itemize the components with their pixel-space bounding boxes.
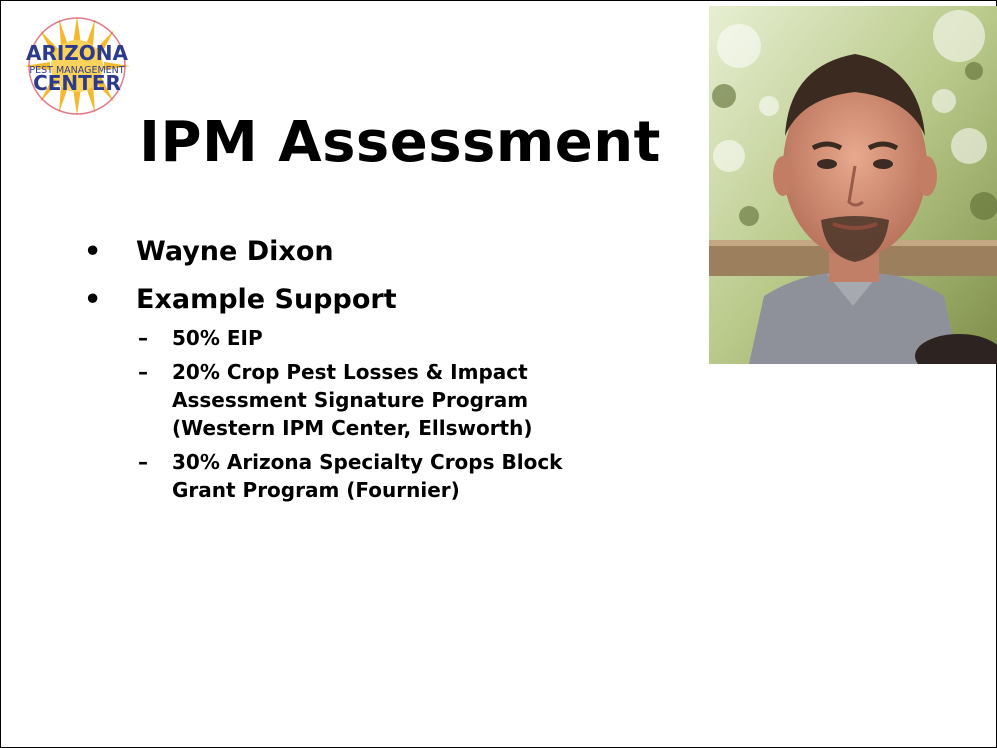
sub-item-specialty-crops: – 30% Arizona Specialty Crops Block Gran… — [136, 448, 632, 504]
bullet-item-example-support: • Example Support – 50% EIP – 20% Crop P… — [80, 276, 680, 504]
sub-bullet-list: – 50% EIP – 20% Crop Pest Losses & Impac… — [136, 324, 680, 504]
sub-item-eip: – 50% EIP — [136, 324, 632, 352]
sub-bullet-marker: – — [138, 450, 148, 474]
slide-title: IPM Assessment — [139, 110, 661, 175]
logo-line3: CENTER — [33, 71, 121, 95]
bullet-marker: • — [84, 236, 102, 267]
sub-item-text: 30% Arizona Specialty Crops Block Grant … — [172, 450, 563, 502]
logo-line1: ARIZONA — [26, 41, 129, 65]
bullet-marker: • — [84, 284, 102, 315]
sub-bullet-marker: – — [138, 360, 148, 384]
bullet-item-presenter: • Wayne Dixon — [80, 228, 680, 276]
sub-bullet-marker: – — [138, 326, 148, 350]
sub-item-text: 50% EIP — [172, 326, 263, 350]
bullet-list: • Wayne Dixon • Example Support – 50% EI… — [80, 228, 680, 510]
bullet-text: Example Support — [136, 284, 397, 315]
arizona-pest-management-center-logo: ARIZONA PEST MANAGEMENT CENTER — [4, 14, 150, 118]
sub-item-text: 20% Crop Pest Losses & Impact Assessment… — [172, 360, 533, 440]
logo-line2: PEST MANAGEMENT — [29, 65, 124, 76]
sub-item-crop-pest-losses: – 20% Crop Pest Losses & Impact Assessme… — [136, 358, 632, 442]
portrait-photo — [709, 6, 997, 364]
bullet-text: Wayne Dixon — [136, 236, 334, 267]
